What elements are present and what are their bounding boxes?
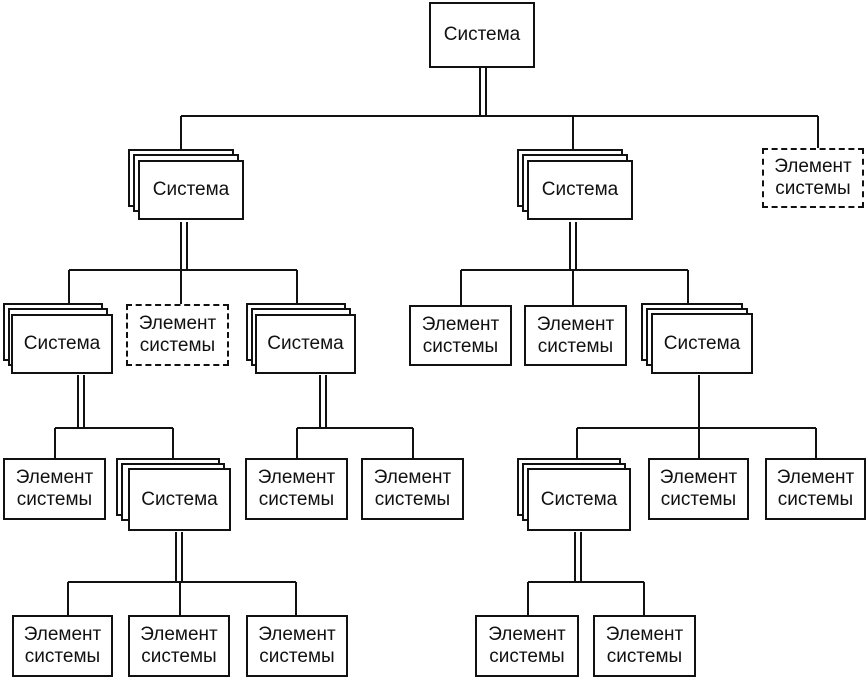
element-label-line2: системы [775,178,851,199]
element-label-line1: Элемент [659,467,738,488]
level3-b-system-box: Система [527,468,631,531]
element-label-line1: Элемент [421,313,500,335]
level1-left-system-box: Система [138,160,244,220]
element-label-line1: Элемент [373,467,452,488]
root-system-box: Система [429,2,535,68]
level3-b-element1-box: Элемент системы [648,458,749,520]
level2-a-element-box: Элемент системы [126,304,229,366]
element-label-line1: Элемент [23,624,102,645]
element-label-line2: системы [422,335,499,357]
level3-a2-element2-box: Элемент системы [361,458,464,520]
element-label-line2: системы [777,489,854,510]
element-label-line1: Элемент [776,467,855,488]
level1-middle-system-label: Система [541,179,619,200]
level3-b-element2-box: Элемент системы [765,458,866,520]
root-system-label: Система [443,24,521,45]
element-label-line1: Элемент [488,624,566,645]
level4-b-element2-box: Элемент системы [593,615,696,677]
level2-a-system2-box: Система [255,314,356,374]
element-label-line2: системы [141,646,217,667]
element-label-line2: системы [24,646,101,667]
level1-left-system-label: Система [152,179,230,200]
level2-b-element2-box: Элемент системы [524,305,627,366]
level4-a-element3-box: Элемент системы [246,615,348,677]
element-label-line1: Элемент [536,313,615,335]
element-label-line1: Элемент [15,467,94,488]
level2-b-system-label: Система [663,332,741,354]
level4-a-element2-box: Элемент системы [128,615,230,677]
element-label-line1: Элемент [605,624,684,645]
level3-a1-element-box: Элемент системы [3,458,106,520]
element-label-line1: Элемент [258,624,336,645]
element-label-line1: Элемент [774,156,852,177]
element-label-line2: системы [660,489,737,510]
level2-a-system-label: Система [23,333,101,354]
element-label-line2: системы [139,335,216,356]
element-label-line1: Элемент [257,467,336,488]
element-label-line2: системы [16,489,93,510]
level1-middle-system-box: Система [527,160,633,220]
level3-a1-system-box: Система [128,468,231,531]
element-label-line2: системы [259,646,335,667]
level3-a1-system-label: Система [141,488,218,510]
element-label-line2: системы [537,335,614,357]
element-label-line2: системы [606,646,683,667]
level4-a-element1-box: Элемент системы [12,615,113,677]
level3-a2-element1-box: Элемент системы [245,458,348,520]
level2-b-element1-box: Элемент системы [409,305,512,366]
level2-a-system2-label: Система [267,333,344,354]
level4-b-element1-box: Элемент системы [475,615,579,677]
element-label-line2: системы [258,489,335,510]
level1-right-element-box: Элемент системы [762,148,864,208]
level2-b-system-box: Система [651,313,753,374]
element-label-line1: Элемент [138,313,217,334]
element-label-line2: системы [489,646,565,667]
element-label-line2: системы [374,489,451,510]
level3-b-system-label: Система [540,488,618,510]
level2-a-system-box: Система [11,314,113,374]
element-label-line1: Элемент [140,624,218,645]
